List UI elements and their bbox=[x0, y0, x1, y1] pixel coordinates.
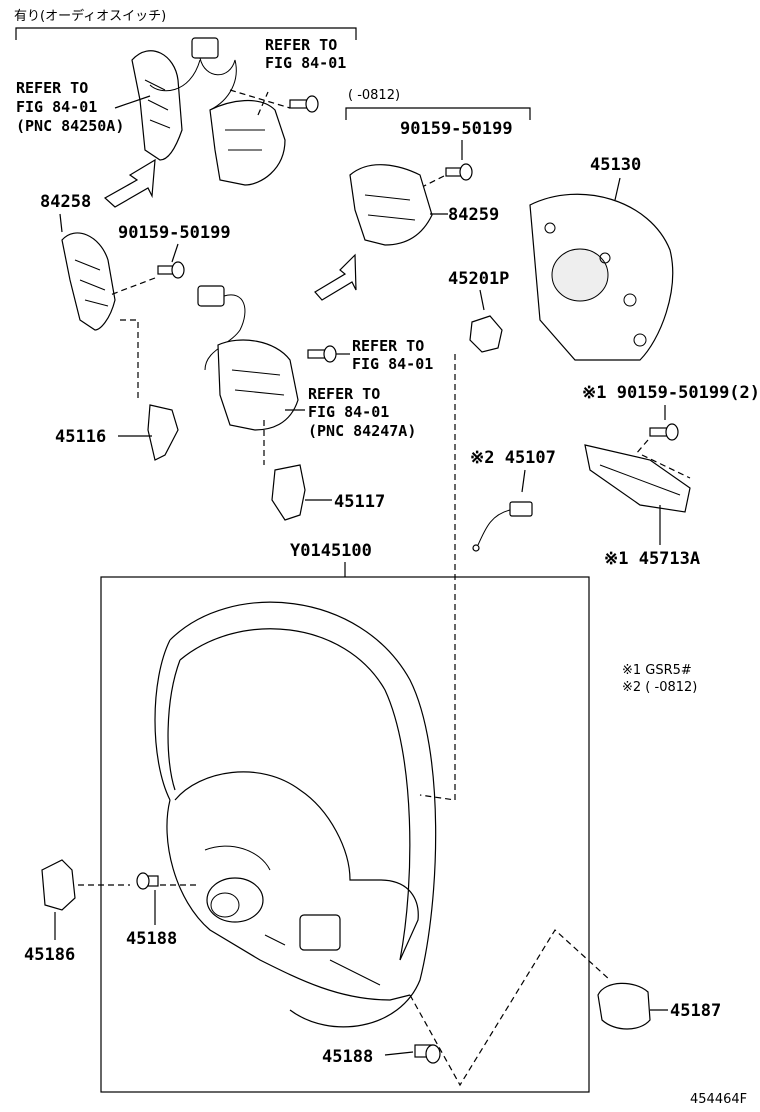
refer-c-line2: FIG 84-01 bbox=[352, 355, 433, 373]
part-45117: 45117 bbox=[334, 492, 385, 512]
audio-switch-assembly-upper bbox=[131, 37, 286, 186]
steering-wheel-box bbox=[100, 576, 590, 1093]
part-45130-drawing bbox=[529, 193, 674, 361]
diagram-id: 454464F bbox=[690, 1092, 747, 1107]
steering-wheel-drawing bbox=[154, 601, 437, 1028]
part-45130: 45130 bbox=[590, 155, 641, 175]
note-1: ※1 GSR5# bbox=[622, 663, 692, 678]
date-range-top: ( -0812) bbox=[348, 88, 400, 103]
screw-right bbox=[649, 423, 679, 441]
refer-84250a-line2: FIG 84-01 bbox=[16, 98, 97, 116]
part-45713a-drawing bbox=[584, 444, 691, 513]
refer-84250a-line1: REFER TO bbox=[16, 79, 88, 97]
part-45187-drawing bbox=[597, 982, 651, 1030]
refer-a-line2: FIG 84-01 bbox=[265, 54, 346, 72]
part-45116: 45116 bbox=[55, 427, 106, 447]
part-45107: ※2 45107 bbox=[470, 448, 556, 468]
part-84258-drawing bbox=[61, 232, 116, 331]
part-90159-50199-left: 90159-50199 bbox=[118, 223, 231, 243]
screw-center bbox=[307, 345, 337, 363]
part-90159-50199-middle: 90159-50199 bbox=[400, 119, 513, 139]
option-label: 有り(オーディオスイッチ) bbox=[14, 8, 166, 24]
refer-84247a-line2: FIG 84-01 bbox=[308, 403, 389, 421]
part-45188-bottom: 45188 bbox=[322, 1047, 373, 1067]
audio-switch-assembly-middle bbox=[197, 285, 299, 431]
refer-84247a-line3: (PNC 84247A) bbox=[308, 422, 416, 440]
part-45187: 45187 bbox=[670, 1001, 721, 1021]
part-45116-drawing bbox=[147, 404, 179, 461]
refer-84250a-line3: (PNC 84250A) bbox=[16, 117, 124, 135]
refer-c-line1: REFER TO bbox=[352, 337, 424, 355]
part-84259-drawing bbox=[349, 164, 433, 246]
part-45107-drawing bbox=[472, 501, 533, 552]
part-45188-left: 45188 bbox=[126, 929, 177, 949]
screw-left bbox=[157, 261, 185, 279]
part-y0145100: Y0145100 bbox=[290, 541, 372, 561]
part-84258: 84258 bbox=[40, 192, 91, 212]
note-2: ※2 ( -0812) bbox=[622, 680, 697, 695]
part-84259: 84259 bbox=[448, 205, 499, 225]
part-45201p: 45201P bbox=[448, 269, 509, 289]
screw-45188-left bbox=[136, 872, 159, 890]
option-bracket bbox=[15, 27, 357, 40]
part-90159-50199-x2: ※1 90159-50199(2) bbox=[582, 383, 760, 403]
part-45713a: ※1 45713A bbox=[604, 549, 700, 569]
arrow-middle-icon bbox=[314, 253, 357, 301]
part-45201p-drawing bbox=[469, 315, 503, 353]
arrow-left-icon bbox=[103, 158, 156, 208]
refer-84247a-line1: REFER TO bbox=[308, 385, 380, 403]
screw-upper bbox=[289, 95, 319, 113]
refer-a-line1: REFER TO bbox=[265, 36, 337, 54]
part-45186-drawing bbox=[41, 859, 76, 911]
screw-middle bbox=[445, 163, 473, 181]
screw-45188-bottom bbox=[414, 1044, 441, 1064]
part-45186: 45186 bbox=[24, 945, 75, 965]
part-45117-drawing bbox=[271, 464, 306, 521]
